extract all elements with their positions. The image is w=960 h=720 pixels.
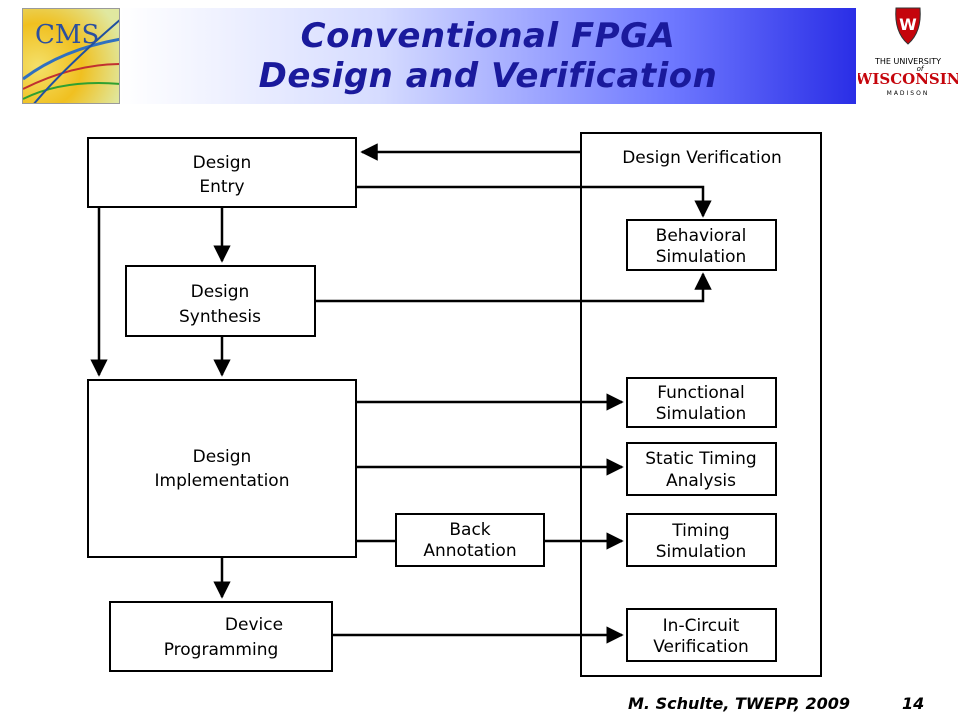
university-logo: W THE UNIVERSITY of WISCONSIN MADISON: [855, 4, 960, 104]
behavioral-simulation-label-2: Simulation: [656, 247, 747, 267]
title-line-1: Conventional FPGA: [300, 16, 676, 56]
behavioral-simulation-box: Behavioral Simulation: [626, 219, 777, 271]
cms-logo-text: CMS: [35, 20, 99, 50]
in-circuit-verification-label-1: In-Circuit: [663, 616, 740, 636]
functional-simulation-box: Functional Simulation: [626, 377, 777, 428]
page-number: 14: [902, 694, 925, 713]
timing-simulation-box: Timing Simulation: [626, 513, 777, 567]
static-timing-analysis-label-2: Analysis: [666, 471, 736, 491]
design-implementation-box: Design Implementation: [87, 379, 357, 558]
timing-simulation-label-1: Timing: [671, 521, 729, 541]
cms-logo: CMS: [22, 8, 120, 104]
design-entry-box: Design Entry: [87, 137, 357, 208]
crest-icon: [895, 7, 921, 45]
design-verification-region: [580, 132, 822, 677]
static-timing-analysis-label-1: Static Timing: [645, 449, 756, 469]
design-synthesis-label-2: Synthesis: [179, 307, 261, 327]
back-annotation-box: Back Annotation: [395, 513, 545, 567]
university-top-text: THE UNIVERSITY: [874, 57, 941, 66]
in-circuit-verification-label-2: Verification: [653, 637, 749, 657]
device-programming-box: Device Programming: [109, 601, 333, 672]
functional-simulation-label-2: Simulation: [656, 404, 747, 424]
back-annotation-label-1: Back: [449, 520, 490, 540]
university-name-text: WISCONSIN: [858, 70, 958, 88]
design-verification-title: Design Verification: [622, 148, 782, 168]
static-timing-analysis-box: Static Timing Analysis: [626, 442, 777, 496]
functional-simulation-label-1: Functional: [657, 383, 744, 403]
design-synthesis-box: Design Synthesis: [125, 265, 316, 337]
synthesis-to-behavioral-arrow: [315, 272, 712, 303]
design-implementation-label-2: Implementation: [155, 471, 290, 491]
design-synthesis-label-1: Design: [191, 282, 250, 302]
design-entry-label-2: Entry: [199, 177, 244, 197]
device-programming-label-2: Programming: [164, 640, 279, 660]
title-line-2: Design and Verification: [258, 56, 718, 96]
entry-to-behavioral-arrow: [356, 185, 712, 218]
crest-letter: W: [899, 15, 917, 34]
device-programming-label-1: Device: [225, 615, 283, 635]
behavioral-simulation-label-1: Behavioral: [656, 226, 747, 246]
timing-simulation-label-2: Simulation: [656, 542, 747, 562]
in-circuit-verification-box: In-Circuit Verification: [626, 608, 777, 662]
university-city-text: MADISON: [887, 90, 930, 97]
design-implementation-label-1: Design: [193, 447, 252, 467]
university-of-text: of: [917, 65, 925, 73]
slide-title: Conventional FPGA Design and Verificatio…: [120, 8, 856, 104]
title-banner: [120, 8, 856, 104]
footer-author: M. Schulte, TWEPP, 2009: [628, 694, 850, 713]
back-annotation-label-2: Annotation: [423, 541, 516, 561]
design-entry-label-1: Design: [193, 153, 252, 173]
